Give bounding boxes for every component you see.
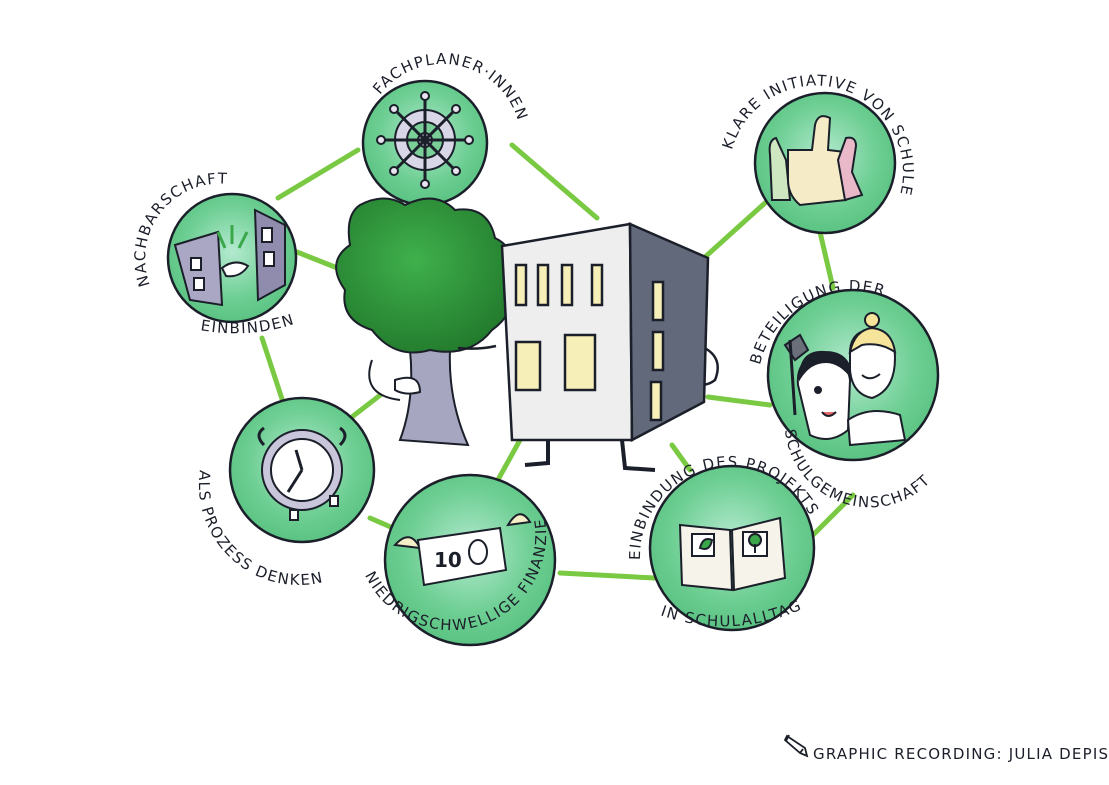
alarm-clock-icon bbox=[257, 426, 347, 521]
thumbs-up-icon bbox=[768, 115, 864, 207]
money-note-value: 10 bbox=[434, 548, 462, 572]
tree-illustration bbox=[335, 197, 513, 447]
pencil-icon bbox=[783, 734, 809, 758]
ship-wheel-icon bbox=[376, 91, 474, 189]
school-building bbox=[457, 222, 719, 472]
students-icon bbox=[783, 312, 907, 447]
flying-money-icon: 10 bbox=[392, 513, 532, 587]
open-book-icon bbox=[678, 516, 787, 592]
neighbors-handshake-icon bbox=[173, 208, 286, 307]
graphic-recording-credit: GRAPHIC RECORDING: JULIA DEPIS bbox=[813, 745, 1109, 763]
